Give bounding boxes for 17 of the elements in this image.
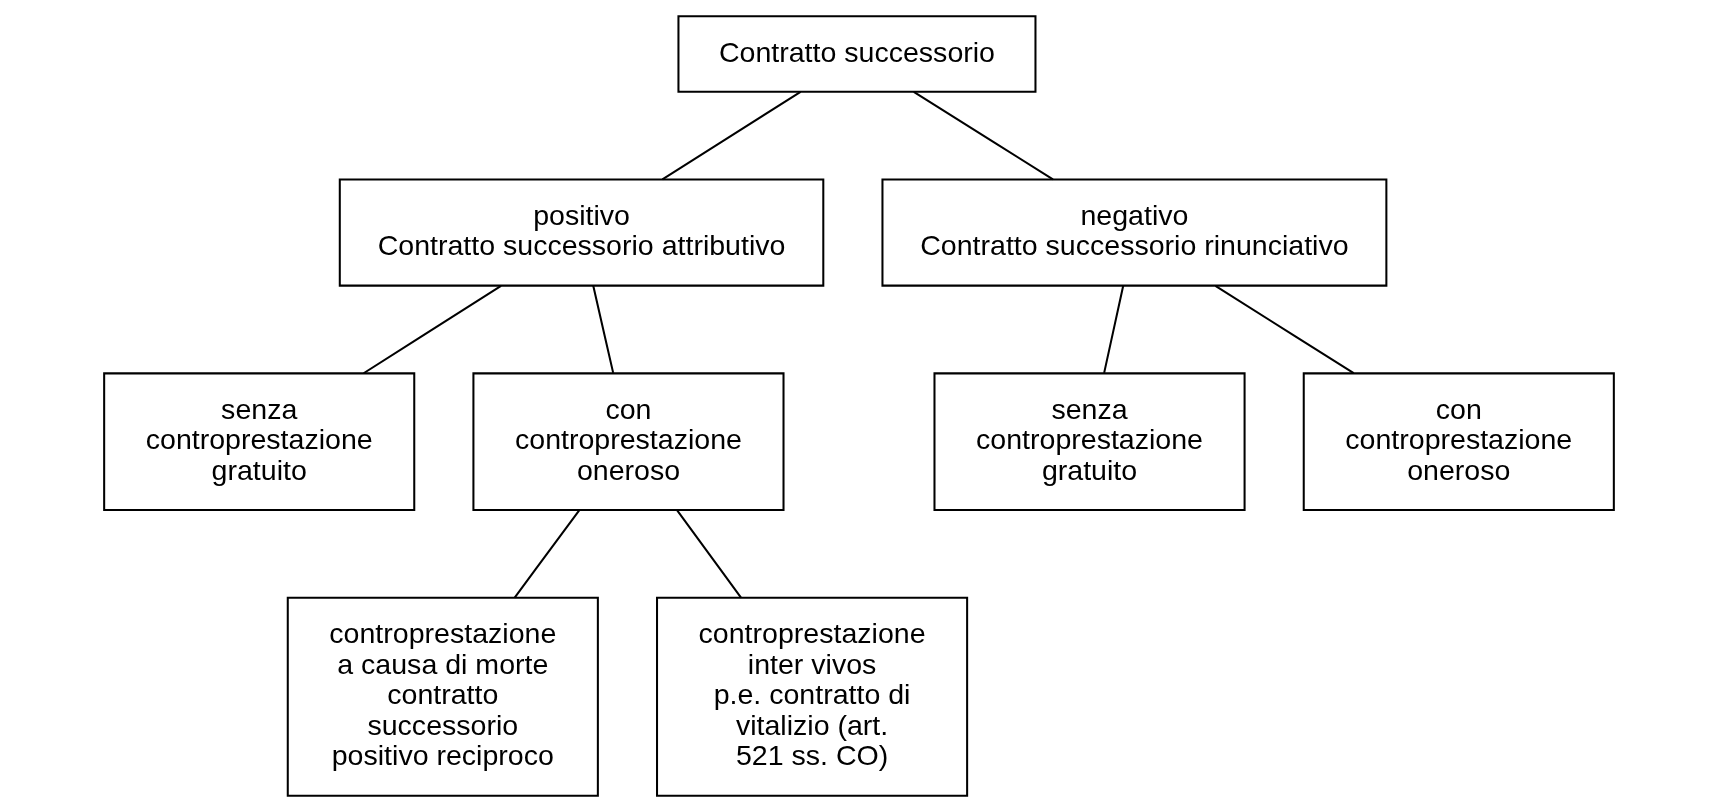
connector [1214,284,1355,375]
connector [592,285,615,374]
node-box: senza controprestazione gratuito [103,372,416,512]
node-box: positivo Contratto successorio attributivo [338,178,825,287]
connector [513,509,581,599]
node-box: negativo Contratto successorio rinunciativo [881,178,1388,287]
connector [661,90,802,181]
node-box: controprestazione inter vivos p.e. contratto di vitalizio (art. 521 ss. CO) [656,596,969,797]
node-box: Contratto successorio [677,15,1037,93]
connector [676,509,742,599]
connector [1103,285,1125,374]
node-box: controprestazione a causa di morte contratto successorio positivo reciproco [286,596,599,797]
node-box: con controprestazione oneroso [1302,372,1615,512]
node-box: con controprestazione oneroso [472,372,785,512]
connector [363,284,502,375]
connector [913,90,1054,181]
node-box: senza controprestazione gratuito [933,372,1246,512]
